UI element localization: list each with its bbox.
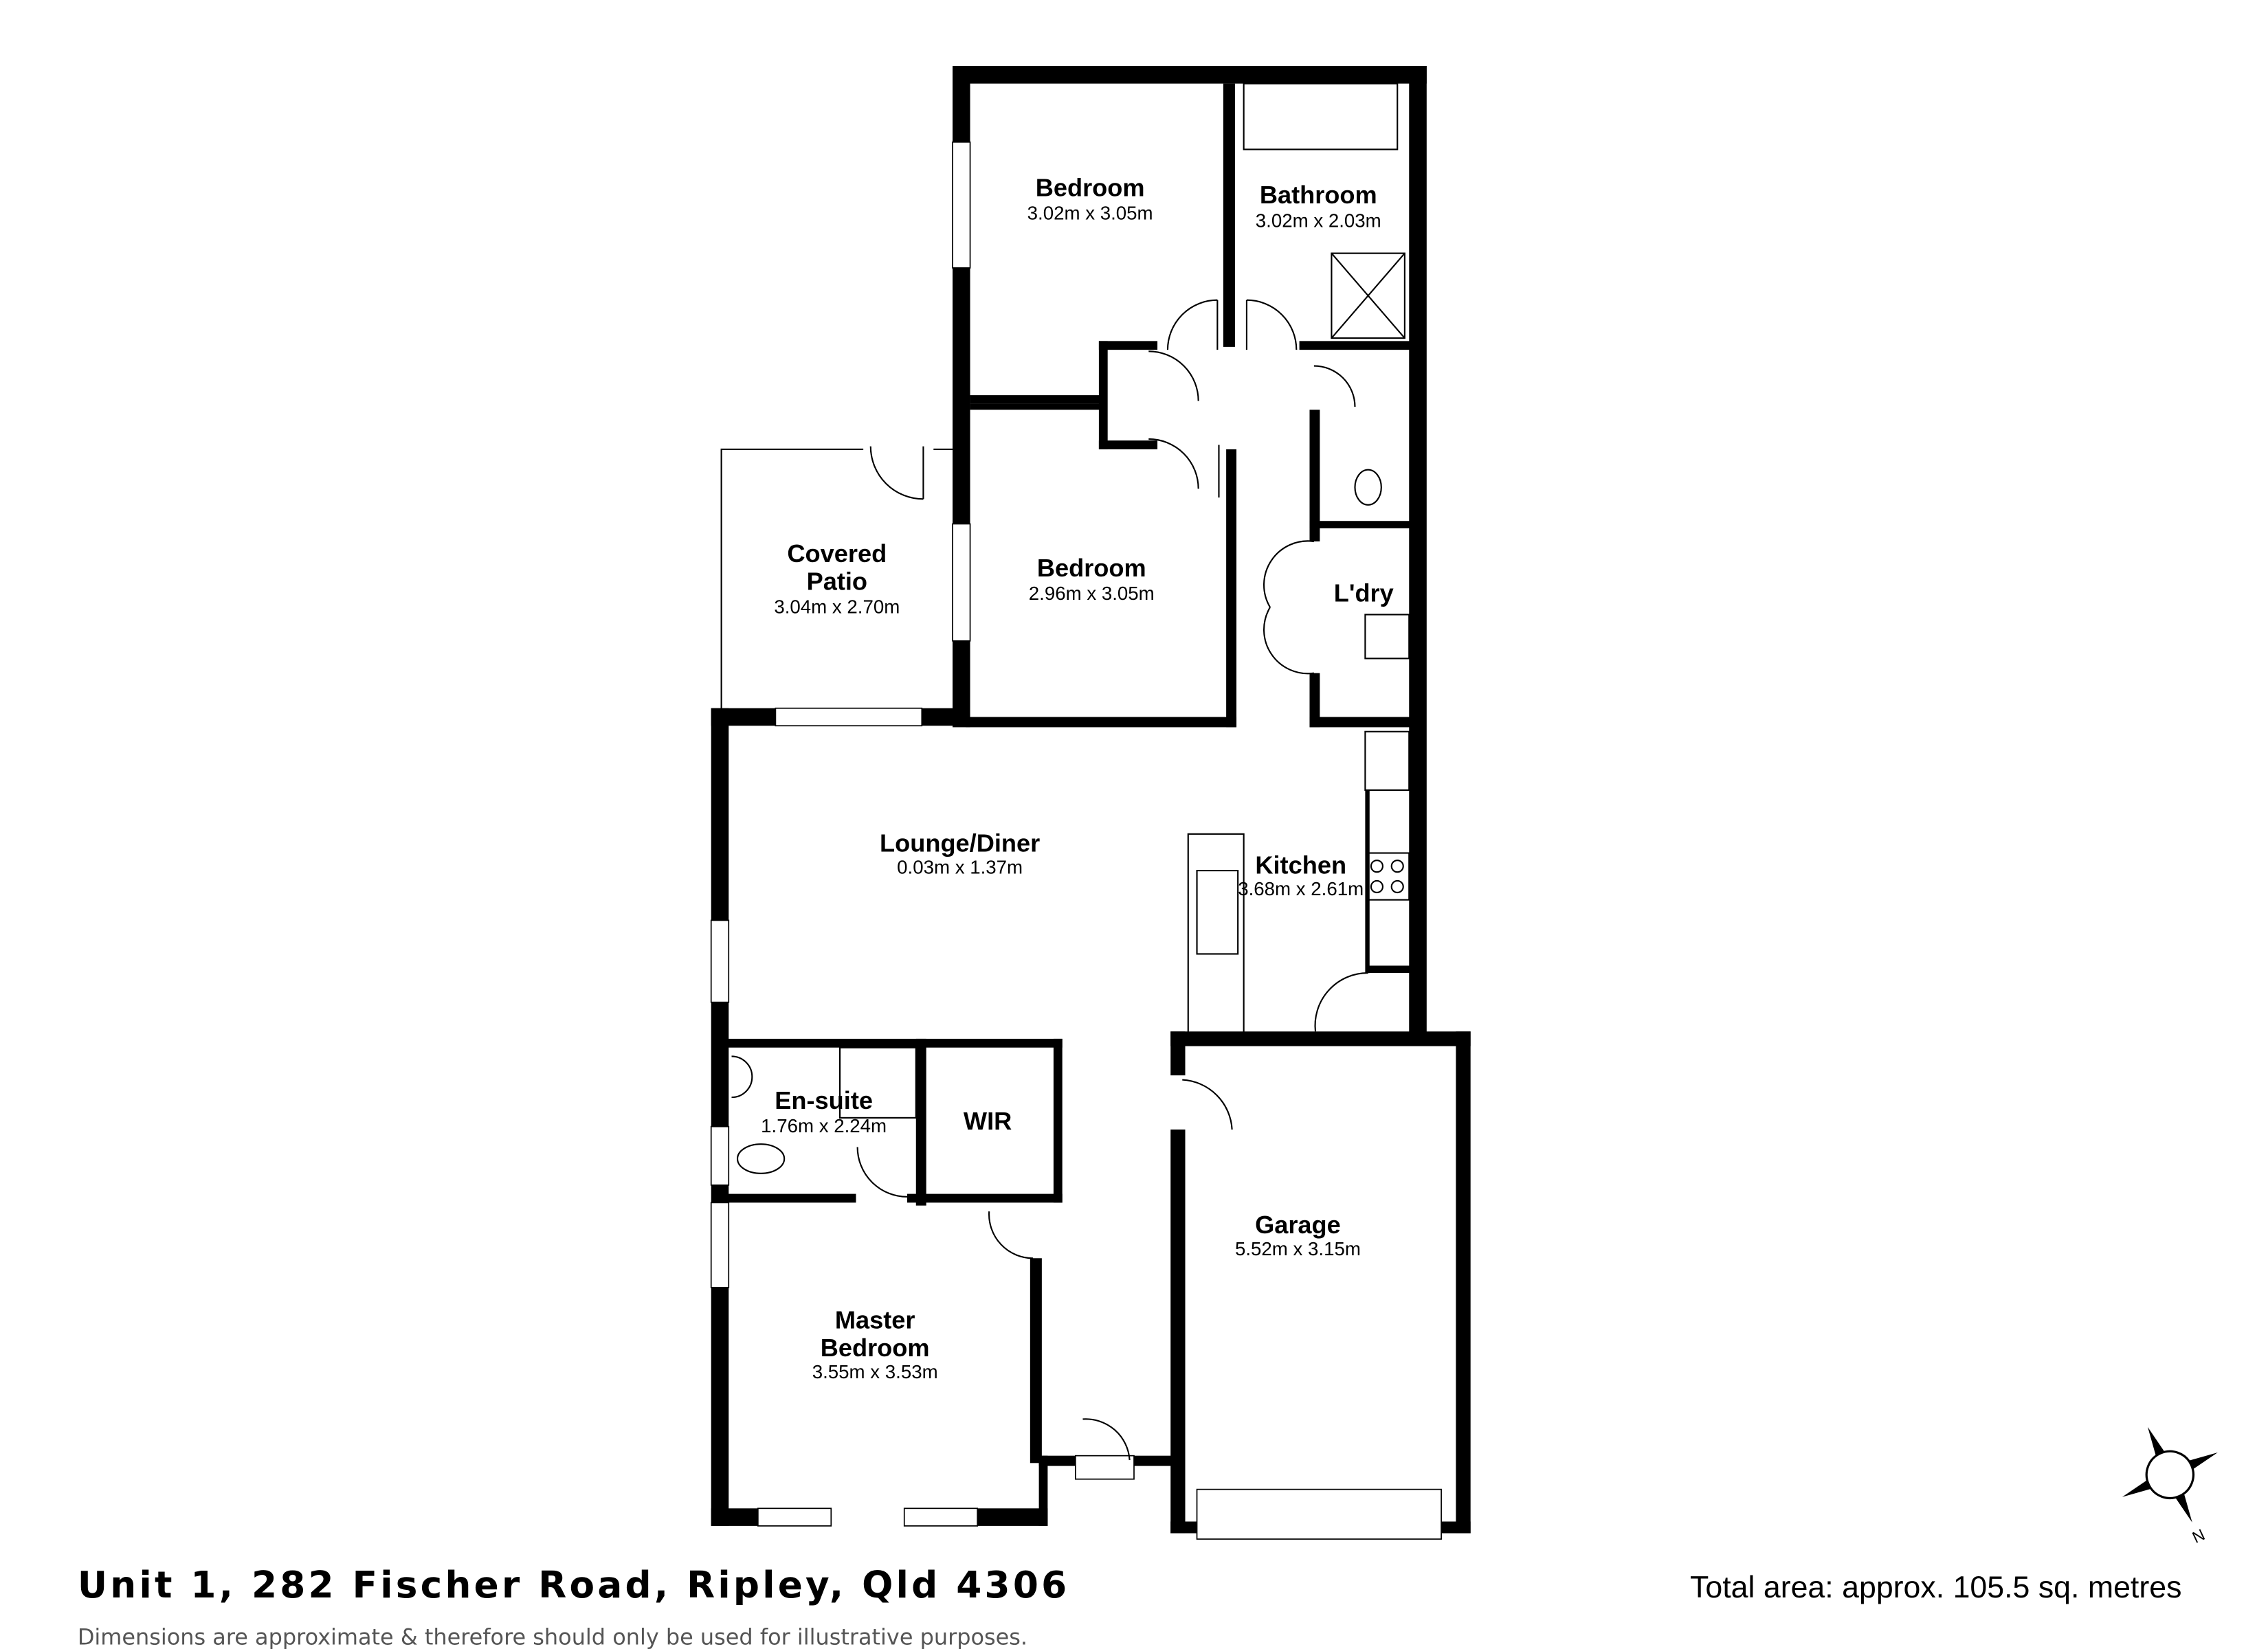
address-title: Unit 1, 282 Fischer Road, Ripley, Qld 43… [78,1564,1070,1606]
wir-label: WIR [964,1107,1012,1135]
garage-label: Garage [1255,1211,1341,1239]
patio-dims: 3.04m x 2.70m [774,596,900,617]
total-area: Total area: approx. 105.5 sq. metres [1690,1571,2181,1604]
bedroom1-label: Bedroom [1036,174,1145,202]
bathroom-dims: 3.02m x 2.03m [1256,210,1381,231]
kitchen-label: Kitchen [1255,851,1346,879]
ensuite-dims: 1.76m x 2.24m [761,1115,887,1136]
bedroom2-dims: 2.96m x 3.05m [1029,583,1155,604]
master-dims: 3.55m x 3.53m [812,1361,938,1382]
disclaimer: Dimensions are approximate & therefore s… [78,1624,1027,1649]
bedroom2-label: Bedroom [1037,554,1146,582]
patio-label-2: Patio [807,567,867,595]
kitchen-dims: 3.68m x 2.61m [1238,878,1364,899]
bedroom1-dims: 3.02m x 3.05m [1027,203,1153,224]
master-label-1: Master [835,1305,915,1334]
garage-dims: 5.52m x 3.15m [1235,1238,1361,1259]
walls [711,66,1471,1534]
master-label-2: Bedroom [821,1334,930,1362]
compass-icon: N [2122,1426,2218,1547]
lounge-label: Lounge/Diner [880,829,1040,857]
ensuite-label: En-suite [775,1086,873,1114]
fixtures [710,82,1442,1540]
patio-label-1: Covered [787,539,887,568]
bathroom-label: Bathroom [1260,181,1377,209]
lounge-dims: 0.03m x 1.37m [897,856,1023,877]
compass-north-label: N [2190,1525,2208,1547]
laundry-label: L'dry [1334,579,1394,607]
